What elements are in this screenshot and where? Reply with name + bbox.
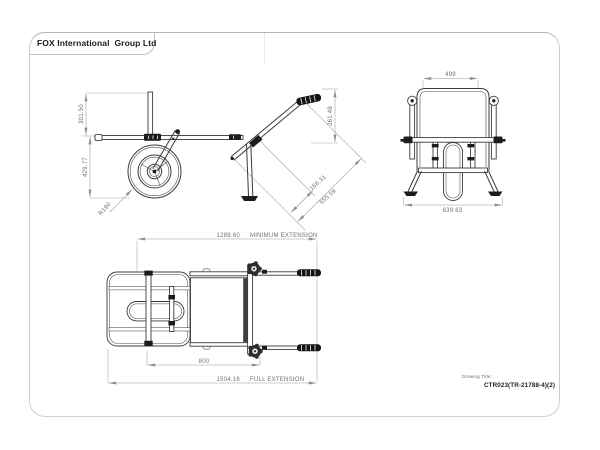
side-elevation-view: 301.50 429.77 R190 261.48 168.31 555.59 bbox=[79, 88, 367, 231]
front-view: 499 639.63 bbox=[400, 72, 506, 214]
plan-wheel bbox=[126, 301, 185, 322]
side-dimension-lines bbox=[82, 88, 367, 231]
side-wheel bbox=[127, 144, 182, 199]
drawing-number: CTR023(TR-21788-4)(2) bbox=[484, 382, 556, 389]
sheet-crease-line bbox=[264, 33, 265, 64]
dim-incline-short: 168.31 bbox=[309, 174, 328, 192]
dim-min-extension-label: MINIMUM EXTENSION bbox=[250, 233, 318, 239]
drawing-title-label: Drawing Title: bbox=[462, 374, 493, 379]
dim-bed-length: 800 bbox=[199, 359, 210, 365]
side-handle-member bbox=[230, 101, 301, 161]
plan-grip-top bbox=[297, 269, 321, 277]
drawing-sheet: FOX International Group Ltd Drawing Titl… bbox=[29, 32, 560, 417]
plan-geometry bbox=[106, 261, 321, 359]
dim-rail-to-ground: 429.77 bbox=[83, 157, 89, 177]
dim-min-extension-value: 1289.60 bbox=[217, 233, 241, 239]
plan-star-knob-top bbox=[247, 261, 262, 277]
dim-full-extension-value: 1504.16 bbox=[217, 377, 241, 383]
dim-wheel-radius: R190 bbox=[98, 201, 113, 217]
side-geometry bbox=[94, 91, 322, 201]
plan-grip-bottom bbox=[297, 344, 321, 352]
plan-star-knob-bottom bbox=[248, 343, 263, 359]
dim-handle-drop: 261.48 bbox=[328, 106, 334, 126]
front-legs bbox=[403, 170, 503, 196]
side-handle-grip bbox=[296, 93, 322, 106]
company-title-tab: FOX International Group Ltd bbox=[29, 32, 157, 55]
side-leg bbox=[241, 143, 258, 201]
dim-frame-width: 499 bbox=[445, 72, 456, 78]
company-name: FOX International Group Ltd bbox=[37, 38, 157, 48]
dim-upright-height: 301.50 bbox=[79, 104, 85, 124]
dim-full-extension-label: FULL EXTENSION bbox=[250, 377, 304, 383]
front-dimension-lines bbox=[403, 77, 503, 207]
plan-view: 1289.60 MINIMUM EXTENSION 800 1504.16 FU… bbox=[106, 233, 321, 385]
side-fork bbox=[152, 129, 181, 172]
title-block: Drawing Title: CTR023(TR-21788-4)(2) bbox=[462, 374, 557, 396]
plan-dimension-lines bbox=[107, 237, 318, 385]
front-geometry bbox=[400, 88, 506, 201]
dim-overall-width: 639.63 bbox=[443, 208, 463, 214]
